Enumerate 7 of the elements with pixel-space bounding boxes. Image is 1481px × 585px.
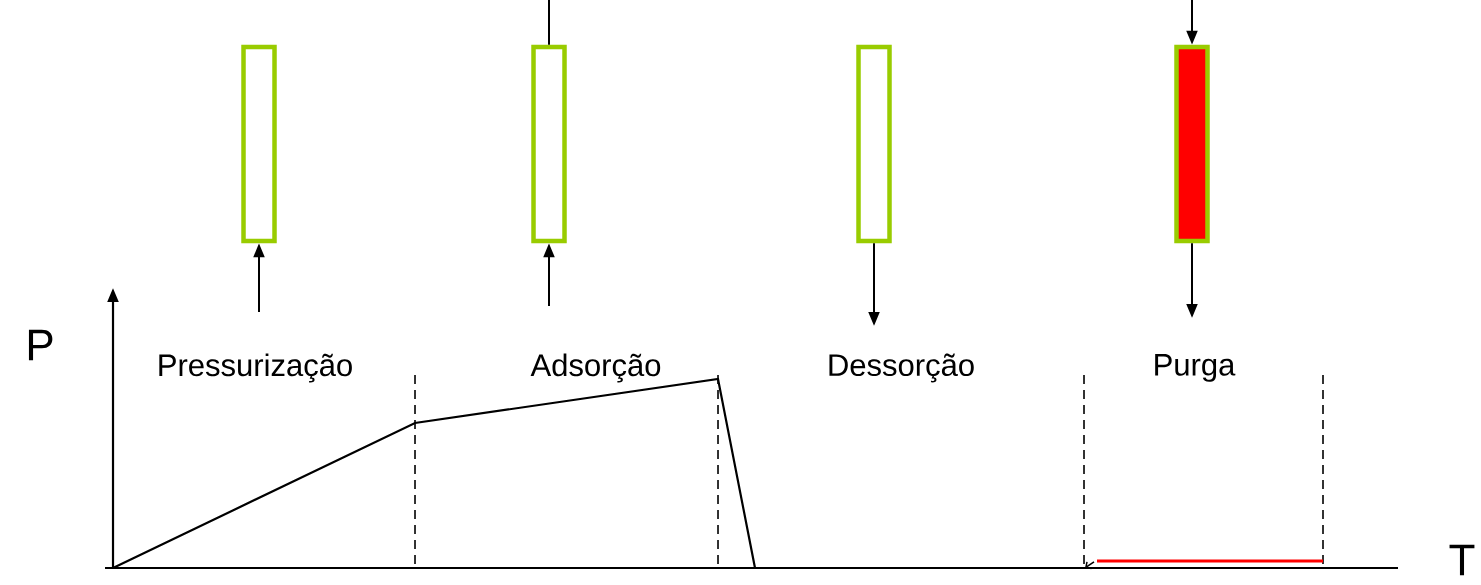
column-box <box>1174 44 1210 244</box>
axis-label: P <box>28 329 53 361</box>
axis-label: T <box>1449 544 1475 576</box>
line <box>548 0 550 46</box>
column-box <box>856 44 892 244</box>
column-box <box>531 44 567 244</box>
column-box <box>241 44 277 244</box>
